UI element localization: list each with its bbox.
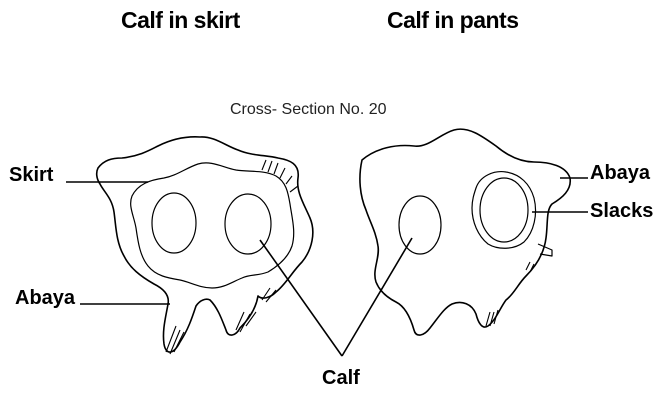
label-slacks: Slacks [590,200,653,223]
leader-calf-left [260,240,342,356]
section-label: Cross- Section No. 20 [230,101,387,119]
abaya-outline-right [360,129,570,335]
label-calf: Calf [322,367,360,390]
heading-calf-in-skirt: Calf in skirt [121,7,240,34]
calf-left-a [152,193,196,253]
fray-marks-bottom-right [486,262,534,326]
slacks-outline [472,172,536,249]
label-abaya-right: Abaya [590,162,650,185]
label-skirt: Skirt [9,164,53,187]
label-abaya-left: Abaya [15,287,75,310]
calf-right-b [480,178,528,242]
leader-lines [66,178,588,356]
skirt-cross-section [97,137,313,354]
skirt-outline [131,163,294,288]
fray-marks-top-left [262,160,298,192]
heading-calf-in-pants: Calf in pants [387,7,519,34]
pants-cross-section [360,129,570,335]
calf-right-a [399,196,441,254]
abaya-outline-left [97,137,313,352]
